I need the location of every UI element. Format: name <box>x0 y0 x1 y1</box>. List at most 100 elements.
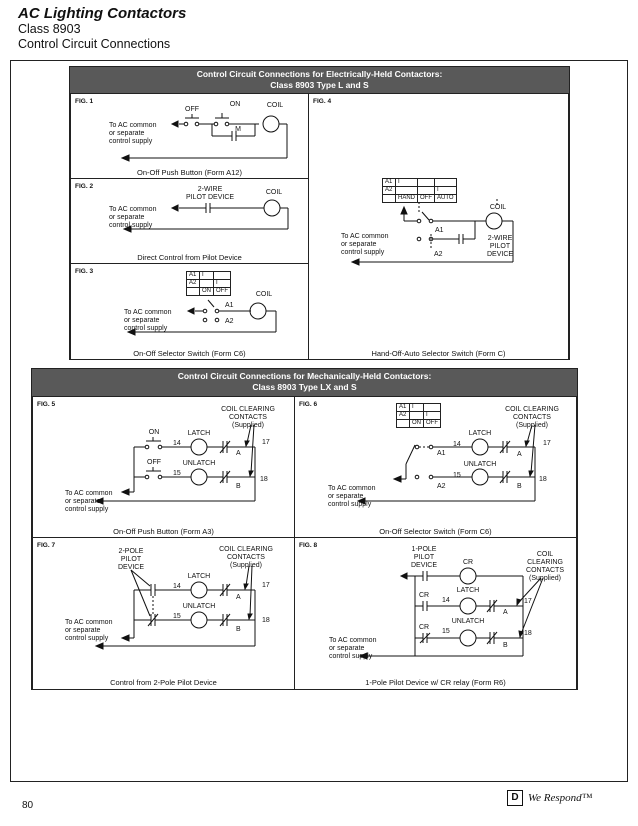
fig4-label: FIG. 4 <box>313 98 332 105</box>
latch-label: LATCH <box>187 573 211 580</box>
fig1-schematic <box>120 113 288 162</box>
fig2-caption: Direct Control from Pilot Device <box>137 253 242 262</box>
latch-label: LATCH <box>468 430 492 437</box>
unlatch-label: UNLATCH <box>182 460 216 467</box>
cr-contact-label: CR <box>419 592 430 599</box>
terminal-18: 18 <box>260 476 268 483</box>
terminal-17: 17 <box>524 598 532 605</box>
fig8-schematic <box>358 567 544 660</box>
fig7-label: FIG. 7 <box>37 542 56 549</box>
terminal-14: 14 <box>442 597 450 604</box>
fig4-schematic <box>350 199 514 266</box>
fig1-caption: On-Off Push Button (Form A12) <box>137 168 242 177</box>
fig3-label: FIG. 3 <box>75 268 94 275</box>
fig6-label: FIG. 6 <box>299 401 318 408</box>
coil-label: COIL <box>489 204 507 211</box>
fig5-schematic <box>94 424 256 505</box>
tagline: We Respond™ <box>528 792 593 804</box>
section-heading-electrical: Control Circuit Connections for Electric… <box>70 67 569 93</box>
page-number: 80 <box>22 800 34 811</box>
section-heading-line2: Class 8903 Type L and S <box>270 80 369 90</box>
off-label: OFF <box>147 459 161 466</box>
page-subtitle: Control Circuit Connections <box>18 37 171 51</box>
on-label: ON <box>229 101 241 108</box>
contact-a-label: A <box>236 450 241 457</box>
a1-label: A1 <box>225 302 234 309</box>
class-label: Class 8903 <box>18 22 81 36</box>
section-heading-mechanical: Control Circuit Connections for Mechanic… <box>32 369 577 396</box>
contact-b-label: B <box>236 626 241 633</box>
m-contact-label: M <box>235 126 241 133</box>
fig3-schematic <box>126 299 277 336</box>
terminal-15: 15 <box>173 613 181 620</box>
terminal-17: 17 <box>543 440 551 447</box>
fig5-label: FIG. 5 <box>37 401 56 408</box>
cr-contact-label: CR <box>419 624 430 631</box>
contact-b-label: B <box>503 642 508 649</box>
fig3-caption: On-Off Selector Switch (Form C6) <box>133 349 246 358</box>
unlatch-label: UNLATCH <box>451 618 485 625</box>
a2-label: A2 <box>437 483 446 490</box>
terminal-17: 17 <box>262 439 270 446</box>
contact-a-label: A <box>503 609 508 616</box>
square-d-logo: D <box>507 790 523 806</box>
fig2-schematic <box>122 199 289 233</box>
unlatch-label: UNLATCH <box>182 603 216 610</box>
terminal-14: 14 <box>173 440 181 447</box>
a2-label: A2 <box>434 251 443 258</box>
cr-coil-label: CR <box>462 559 474 566</box>
coil-label: COIL <box>265 189 283 196</box>
fig8-caption: 1-Pole Pilot Device w/ CR relay (Form R6… <box>365 678 506 687</box>
page-title: AC Lighting Contactors <box>18 5 187 22</box>
coil-label: COIL <box>255 291 273 298</box>
contact-a-label: A <box>236 594 241 601</box>
on-label: ON <box>148 429 160 436</box>
fig4-caption: Hand-Off-Auto Selector Switch (Form C) <box>371 349 506 358</box>
a1-label: A1 <box>435 227 444 234</box>
page-frame <box>10 60 628 782</box>
unlatch-label: UNLATCH <box>463 461 497 468</box>
coil-label: COIL <box>266 102 284 109</box>
mechanically-held-panel: Control Circuit Connections for Mechanic… <box>31 368 578 690</box>
contact-a-label: A <box>517 451 522 458</box>
off-label: OFF <box>185 106 199 113</box>
fig5-caption: On-Off Push Button (Form A3) <box>113 527 214 536</box>
terminal-15: 15 <box>442 628 450 635</box>
a1-label: A1 <box>437 450 446 457</box>
fig6-caption: On-Off Selector Switch (Form C6) <box>379 527 492 536</box>
terminal-15: 15 <box>173 470 181 477</box>
a2-label: A2 <box>225 318 234 325</box>
electrically-held-panel: Control Circuit Connections for Electric… <box>69 66 570 360</box>
terminal-18: 18 <box>524 630 532 637</box>
latch-label: LATCH <box>456 587 480 594</box>
terminal-15: 15 <box>453 472 461 479</box>
terminal-18: 18 <box>262 617 270 624</box>
contact-b-label: B <box>236 483 241 490</box>
terminal-14: 14 <box>173 583 181 590</box>
terminal-17: 17 <box>262 582 270 589</box>
section-heading-line1: Control Circuit Connections for Mechanic… <box>177 371 432 381</box>
section-heading-line1: Control Circuit Connections for Electric… <box>196 69 443 79</box>
